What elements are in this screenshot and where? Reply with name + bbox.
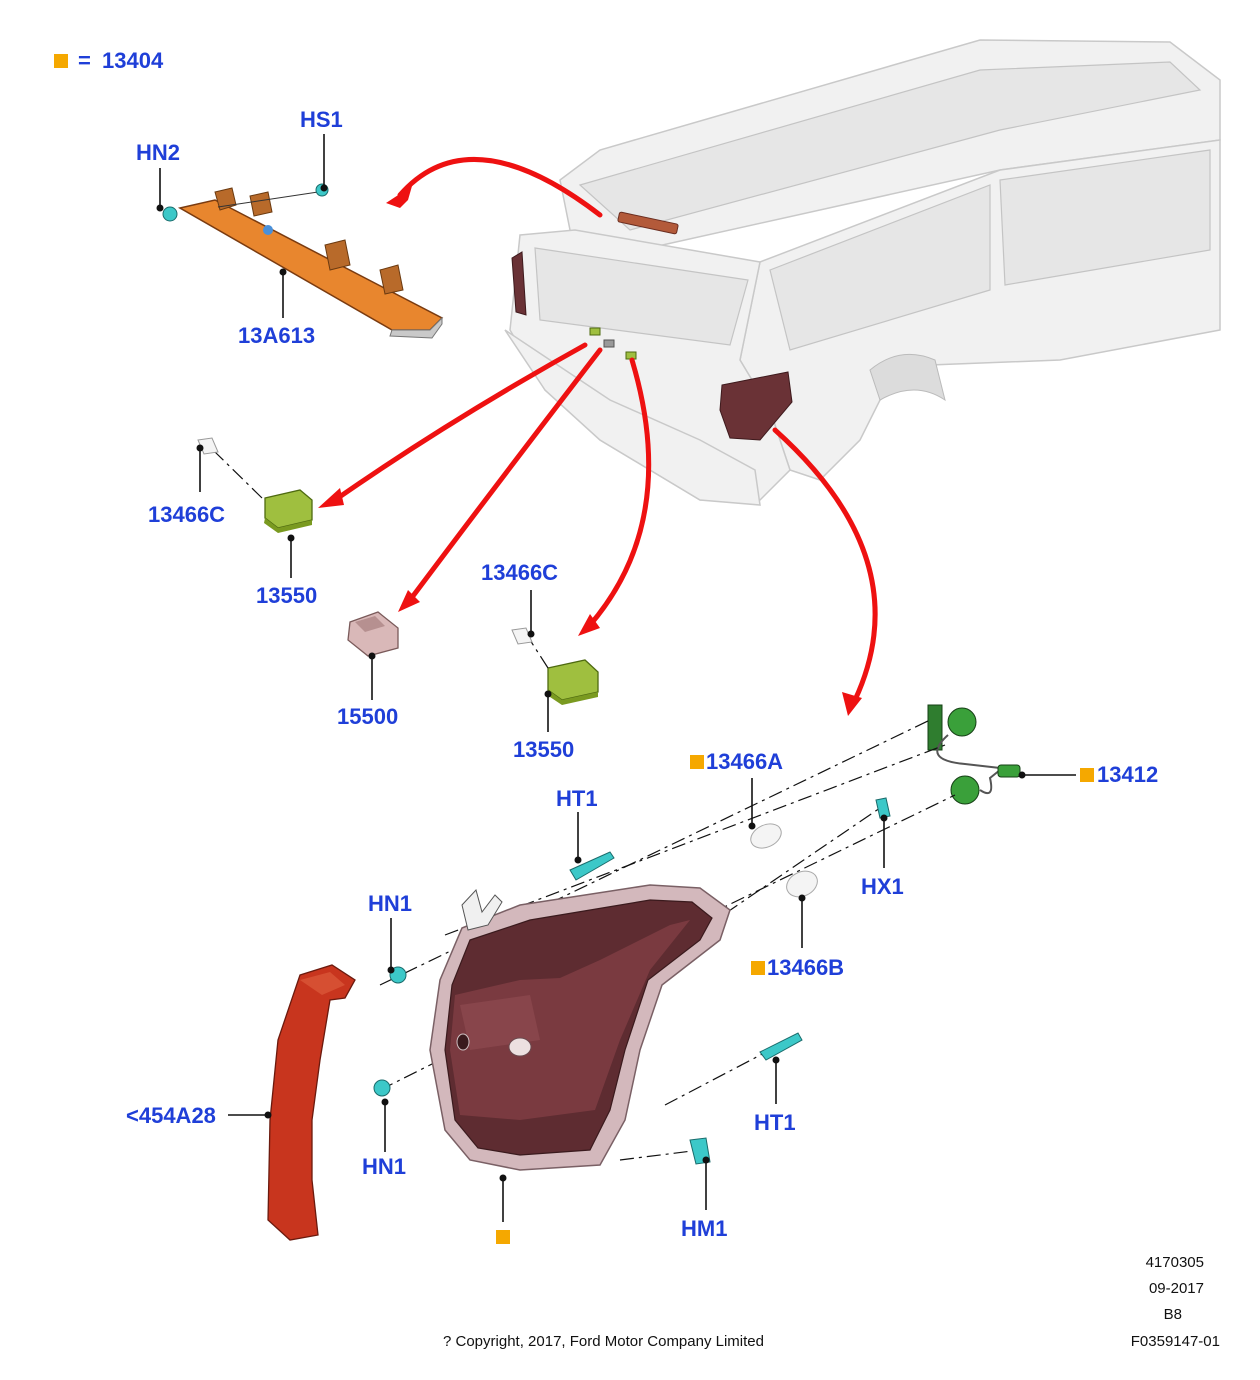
illustration-date: 09-2017 bbox=[1149, 1280, 1204, 1297]
leader-lines bbox=[156, 134, 1076, 1222]
fastener-hn1-bottom bbox=[373, 1079, 391, 1097]
label-15500: 15500 bbox=[337, 704, 398, 729]
label-13550-left: 13550 bbox=[256, 583, 317, 608]
label-hn2: HN2 bbox=[136, 140, 180, 165]
legend: = 13404 bbox=[54, 48, 164, 73]
high-mount-brake-lamp bbox=[177, 187, 444, 339]
illustration-number: 4170305 bbox=[1146, 1254, 1204, 1271]
label-hn1-bottom: HN1 bbox=[362, 1154, 406, 1179]
label-13466c-left: 13466C bbox=[148, 502, 225, 527]
label-13a613: 13A613 bbox=[238, 323, 315, 348]
marker-13412 bbox=[1080, 768, 1094, 782]
label-ht1-bottom: HT1 bbox=[754, 1110, 796, 1135]
label-13466a: 13466A bbox=[706, 749, 783, 774]
label-13550-mid: 13550 bbox=[513, 737, 574, 762]
label-hx1: HX1 bbox=[861, 874, 904, 899]
footer: 4170305 09-2017 B8 F0359147-01 ? Copyrig… bbox=[443, 1254, 1220, 1350]
copyright: ? Copyright, 2017, Ford Motor Company Li… bbox=[443, 1333, 764, 1350]
bulb-13466b bbox=[786, 870, 818, 898]
pointer-arrows bbox=[318, 156, 878, 716]
marker-13466b bbox=[751, 961, 765, 975]
legend-code: 13404 bbox=[102, 48, 164, 73]
license-plate-lamp-middle bbox=[511, 627, 599, 705]
label-ht1-top: HT1 bbox=[556, 786, 598, 811]
callout-labels: HN2 HS1 13A613 13466C 13550 15500 13466C… bbox=[126, 107, 1158, 1244]
camera-housing bbox=[347, 611, 399, 657]
label-13466b: 13466B bbox=[767, 955, 844, 980]
marker-13466a bbox=[690, 755, 704, 769]
vehicle-illustration bbox=[504, 39, 1221, 506]
fastener-hn2 bbox=[162, 206, 178, 222]
legend-equals: = bbox=[78, 48, 91, 73]
illustration-version: B8 bbox=[1164, 1306, 1182, 1323]
wiring-harness bbox=[927, 704, 1021, 805]
label-hs1: HS1 bbox=[300, 107, 343, 132]
fastener-ht1-bottom bbox=[759, 1032, 803, 1061]
label-hn1-top: HN1 bbox=[368, 891, 412, 916]
label-hm1: HM1 bbox=[681, 1216, 727, 1241]
label-454a28: <454A28 bbox=[126, 1103, 216, 1128]
fastener-hx1 bbox=[875, 797, 891, 819]
legend-marker bbox=[54, 54, 68, 68]
trim-panel bbox=[267, 964, 356, 1241]
fastener-ht1-top bbox=[569, 851, 615, 881]
label-13412: 13412 bbox=[1097, 762, 1158, 787]
bulb-13466a bbox=[750, 823, 782, 849]
label-13466c-mid: 13466C bbox=[481, 560, 558, 585]
illustration-ref: F0359147-01 bbox=[1131, 1333, 1220, 1350]
marker-tail-lamp bbox=[496, 1230, 510, 1244]
tail-lamp-assembly bbox=[429, 884, 731, 1171]
license-plate-lamp-left bbox=[197, 437, 313, 533]
